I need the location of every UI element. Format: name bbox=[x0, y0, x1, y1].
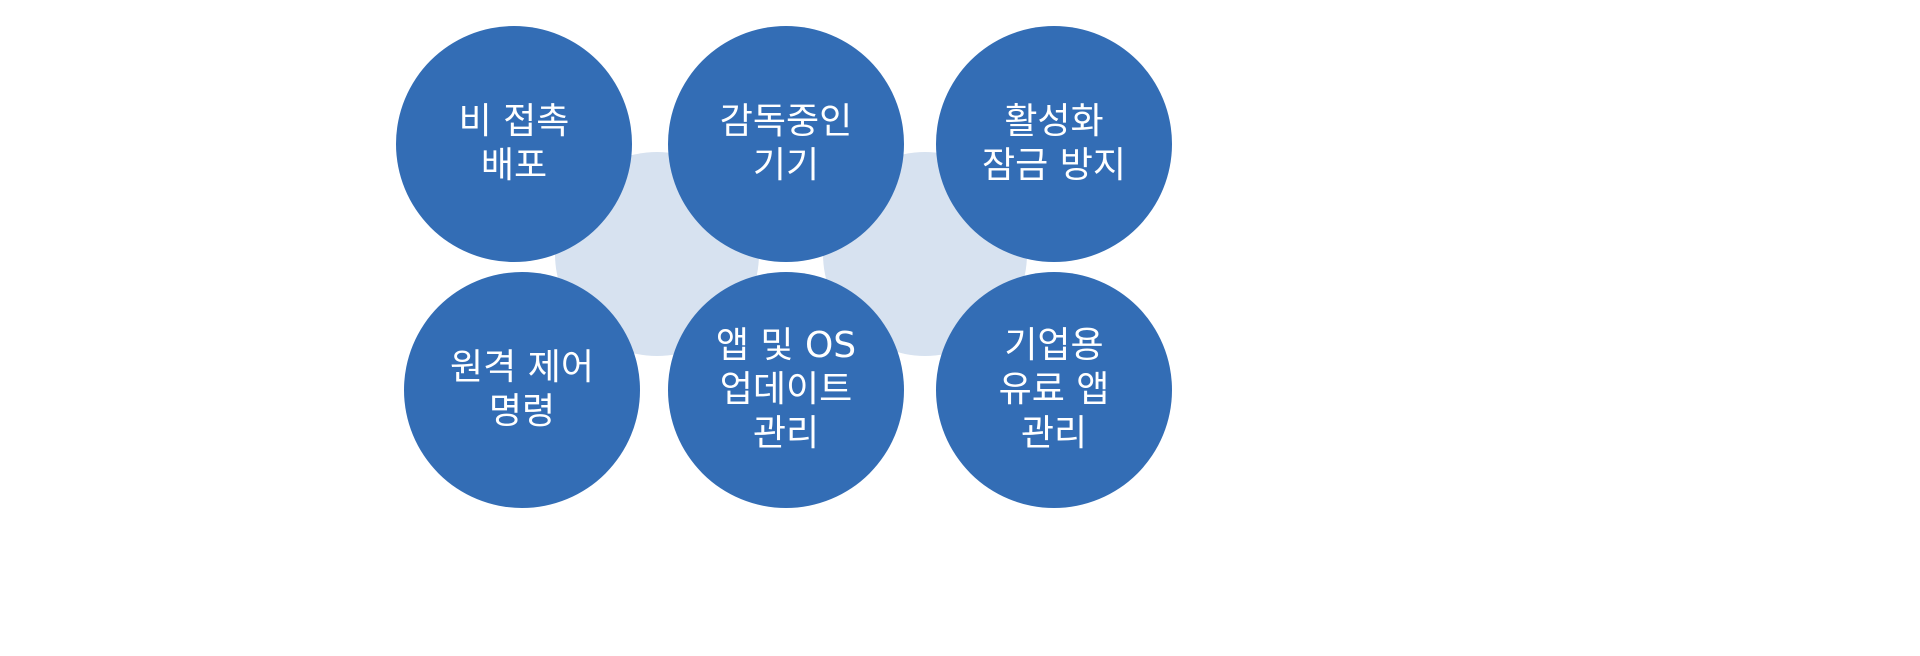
node-label: 원격 제어 bbox=[450, 347, 594, 388]
node-label: 명령 bbox=[488, 391, 556, 432]
node-label: 기업용 bbox=[1004, 325, 1104, 366]
node-label: 활성화 bbox=[1004, 101, 1104, 142]
node-label: 비 접촉 bbox=[458, 101, 570, 142]
node-label: 기기 bbox=[752, 145, 820, 186]
node-label: 업데이트 bbox=[719, 369, 853, 410]
node-label: 배포 bbox=[480, 145, 548, 186]
node-label: 관리 bbox=[1020, 413, 1088, 454]
node-label: 유료 앱 bbox=[998, 369, 1110, 410]
node-label: 잠금 방지 bbox=[982, 145, 1126, 186]
node-label: 관리 bbox=[752, 413, 820, 454]
node-label: 감독중인 bbox=[719, 101, 853, 142]
node-label: 앱 및 OS bbox=[715, 325, 857, 366]
